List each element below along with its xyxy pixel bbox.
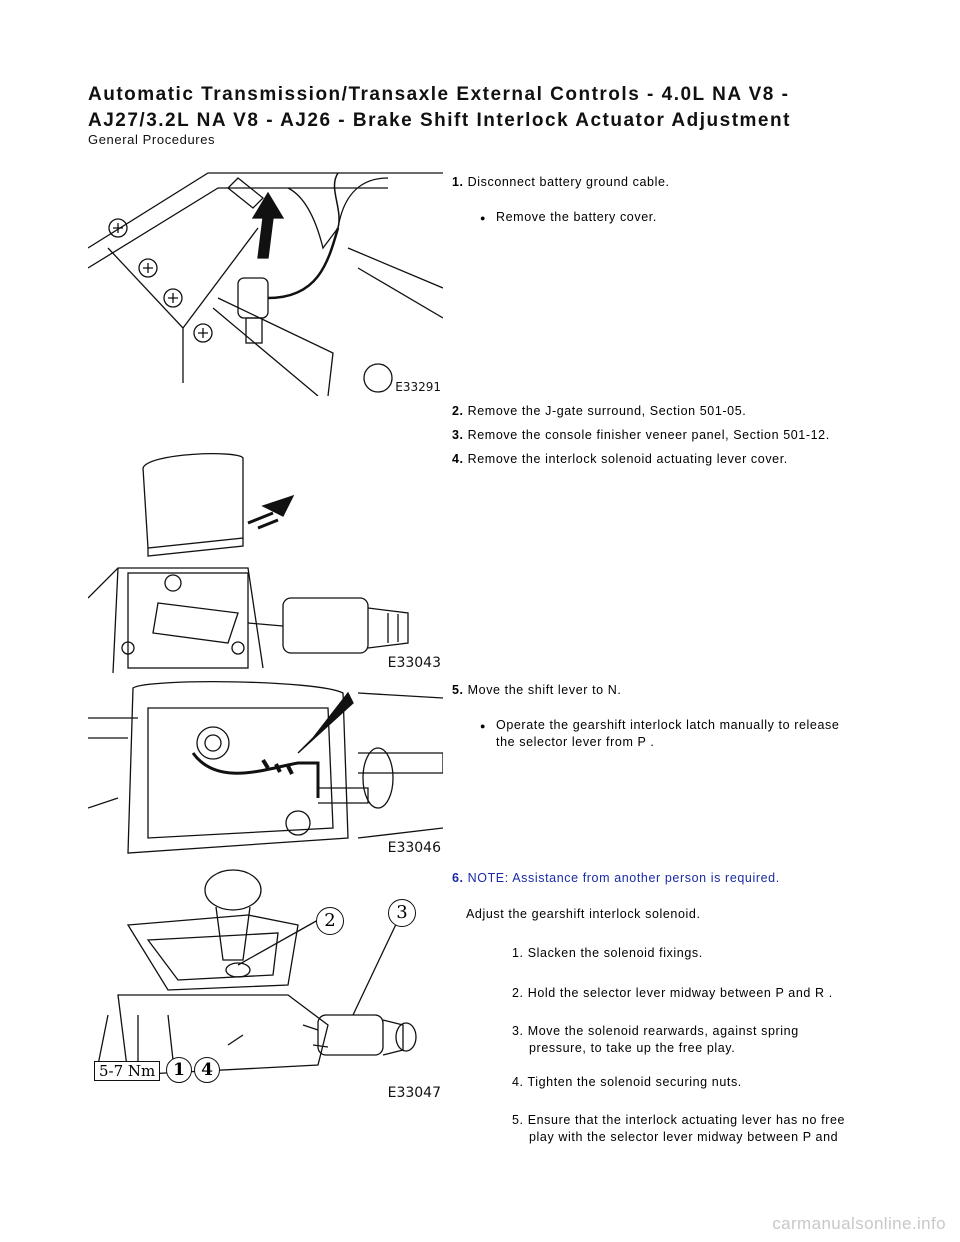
step-3: 3.Remove the console finisher veneer pan…: [452, 428, 830, 442]
step-number: 5.: [452, 683, 464, 697]
watermark: carmanualsonline.info: [772, 1214, 946, 1233]
step-2: 2.Remove the J-gate surround, Section 50…: [452, 404, 746, 418]
step-number: 4.: [452, 452, 464, 466]
substep-2: 2. Hold the selector lever midway betwee…: [512, 986, 833, 1000]
substep-line: 3. Move the solenoid rearwards, against …: [512, 1024, 799, 1038]
page-title: Automatic Transmission/Transaxle Externa…: [88, 82, 888, 134]
bullet-line: the selector lever from P .: [496, 735, 655, 749]
callout-1: 1: [166, 1057, 192, 1083]
substep-1: 1. Slacken the solenoid fixings.: [512, 946, 703, 960]
step-6-intro: Adjust the gearshift interlock solenoid.: [466, 907, 701, 921]
callout-4: 4: [194, 1057, 220, 1083]
step-text: Remove the interlock solenoid actuating …: [467, 452, 788, 466]
callout-3: 3: [388, 899, 416, 927]
figure-code: E33046: [387, 840, 441, 856]
figure-lever-cover: E33043: [88, 448, 443, 673]
figure-code: E33043: [387, 655, 441, 671]
step-1-bullet: Remove the battery cover.: [480, 209, 657, 227]
figure-battery-terminal: E33291: [88, 168, 443, 396]
title-line-1: Automatic Transmission/Transaxle Externa…: [88, 84, 790, 105]
substep-line: play with the selector lever midway betw…: [529, 1130, 839, 1144]
step-6: 6.NOTE: Assistance from another person i…: [452, 871, 780, 885]
figure-code: E33291: [395, 380, 441, 394]
substep-line: pressure, to take up the free play.: [529, 1041, 736, 1055]
callout-2: 2: [316, 907, 344, 935]
step-1: 1.Disconnect battery ground cable.: [452, 175, 670, 189]
torque-label: 5-7 Nm: [94, 1061, 161, 1081]
title-line-2: AJ27/3.2L NA V8 - AJ26 - Brake Shift Int…: [88, 110, 791, 131]
step-4: 4.Remove the interlock solenoid actuatin…: [452, 452, 788, 466]
step-number: 1.: [452, 175, 464, 189]
step-number: 2.: [452, 404, 464, 418]
step-5-bullet: Operate the gearshift interlock latch ma…: [480, 717, 840, 751]
figure-code: E33047: [387, 1085, 441, 1101]
step-text: Disconnect battery ground cable.: [467, 175, 670, 189]
step-5: 5.Move the shift lever to N.: [452, 683, 621, 697]
step-text: Remove the J-gate surround, Section 501-…: [467, 404, 747, 418]
step-text: Move the shift lever to N.: [467, 683, 622, 697]
substep-3: 3. Move the solenoid rearwards, against …: [512, 1023, 799, 1057]
substep-5: 5. Ensure that the interlock actuating l…: [512, 1112, 845, 1146]
substep-4: 4. Tighten the solenoid securing nuts.: [512, 1075, 742, 1089]
step-text: Remove the console finisher veneer panel…: [467, 428, 830, 442]
figure-interlock-latch: E33046: [88, 678, 443, 858]
page-subtitle: General Procedures: [88, 132, 216, 147]
substep-line: 5. Ensure that the interlock actuating l…: [512, 1113, 846, 1127]
step-number: 3.: [452, 428, 464, 442]
figure-solenoid-adjust: 2 3 5-7 Nm 1 4 E33047: [88, 865, 443, 1105]
bullet-line: Operate the gearshift interlock latch ma…: [496, 718, 840, 732]
step-note: NOTE: Assistance from another person is …: [467, 871, 780, 885]
step-number: 6.: [452, 871, 464, 885]
